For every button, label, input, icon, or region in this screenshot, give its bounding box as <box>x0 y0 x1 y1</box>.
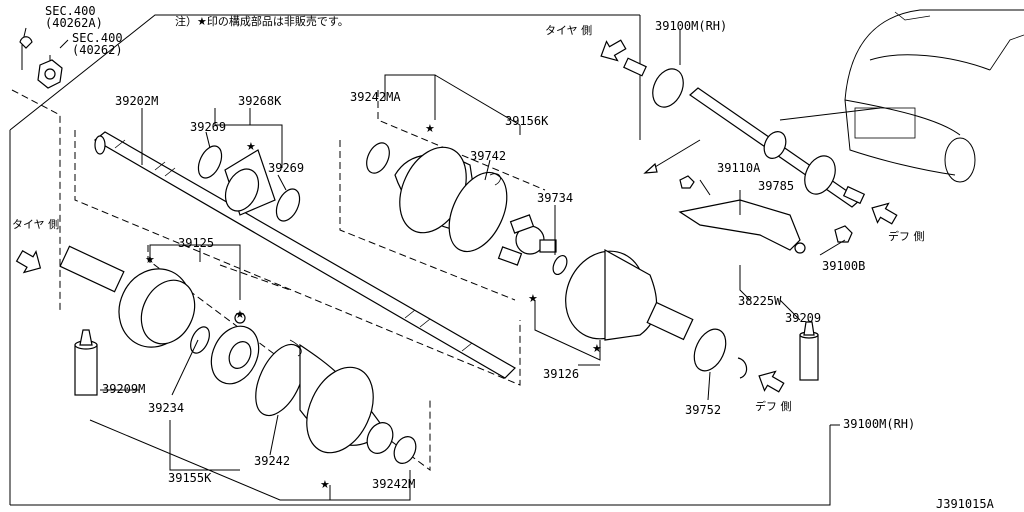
star-mark: ★ <box>528 292 538 305</box>
label-39100B: 39100B <box>822 259 865 273</box>
tripod-joint <box>497 214 568 276</box>
note-text: 注）★印の構成部品は非販売です。 <box>175 14 349 28</box>
label-39269-a: 39269 <box>190 120 226 134</box>
seal-rings <box>693 321 819 381</box>
frame-lines <box>9 14 831 506</box>
star-mark: ★ <box>425 122 435 135</box>
inner-housing <box>565 248 694 341</box>
label-39100M-top: 39100M(RH) <box>655 19 727 33</box>
star-mark: ★ <box>235 308 245 321</box>
boot-left <box>255 339 417 464</box>
label-39785: 39785 <box>758 179 794 193</box>
label-39242MA: 39242MA <box>350 90 401 104</box>
label-sec-a-1: SEC.400 <box>45 4 96 18</box>
label-39234: 39234 <box>148 401 184 415</box>
leader-lines <box>21 27 881 501</box>
outer-cv-joint <box>59 245 210 396</box>
clamp-rings-39269 <box>197 145 301 222</box>
star-mark: ★ <box>145 253 155 266</box>
labels: 注）★印の構成部品は非販売です。 SEC.400 (40262A) SEC.40… <box>12 4 995 511</box>
label-39752: 39752 <box>685 403 721 417</box>
star-mark: ★ <box>592 342 602 355</box>
star-mark: ★ <box>320 478 330 491</box>
label-39742: 39742 <box>470 149 506 163</box>
label-38225W: 38225W <box>738 294 782 308</box>
label-39100M-right: 39100M(RH) <box>843 417 915 431</box>
label-diff-right: デフ 側 <box>888 229 925 243</box>
label-tire-left: タイヤ 側 <box>12 218 59 231</box>
label-39125: 39125 <box>178 236 214 250</box>
label-39110A: 39110A <box>717 161 761 175</box>
label-39242: 39242 <box>254 454 290 468</box>
label-39734: 39734 <box>537 191 573 205</box>
label-39202M: 39202M <box>115 94 158 108</box>
diagram-id: J391015A <box>936 497 995 511</box>
label-tire-top: タイヤ 側 <box>545 24 592 37</box>
full-driveshaft-assembly <box>623 57 866 208</box>
ball-cage <box>210 312 260 385</box>
label-sec-a-2: (40262A) <box>45 16 103 30</box>
boot-right <box>366 142 508 253</box>
star-mark: ★ <box>246 140 256 153</box>
label-sec-b-2: (40262) <box>72 43 123 57</box>
label-39268K: 39268K <box>238 94 282 108</box>
label-39269-b: 39269 <box>268 161 304 175</box>
vehicle-sketch <box>844 9 1024 183</box>
label-39209M: 39209M <box>102 382 145 396</box>
label-39156K: 39156K <box>505 114 549 128</box>
direction-arrows <box>15 39 898 393</box>
label-diff-bottom: デフ 側 <box>755 399 792 413</box>
star-markers: ★ ★ ★ ★ ★ ★ ★ <box>145 122 602 491</box>
label-39155K: 39155K <box>168 471 212 485</box>
label-sec-b-1: SEC.400 <box>72 31 123 45</box>
bracket-39785 <box>678 175 853 254</box>
axle-nut <box>19 36 63 89</box>
label-39242M: 39242M <box>372 477 415 491</box>
label-39126: 39126 <box>543 367 579 381</box>
label-39209: 39209 <box>785 311 821 325</box>
axle-shaft <box>93 131 516 379</box>
